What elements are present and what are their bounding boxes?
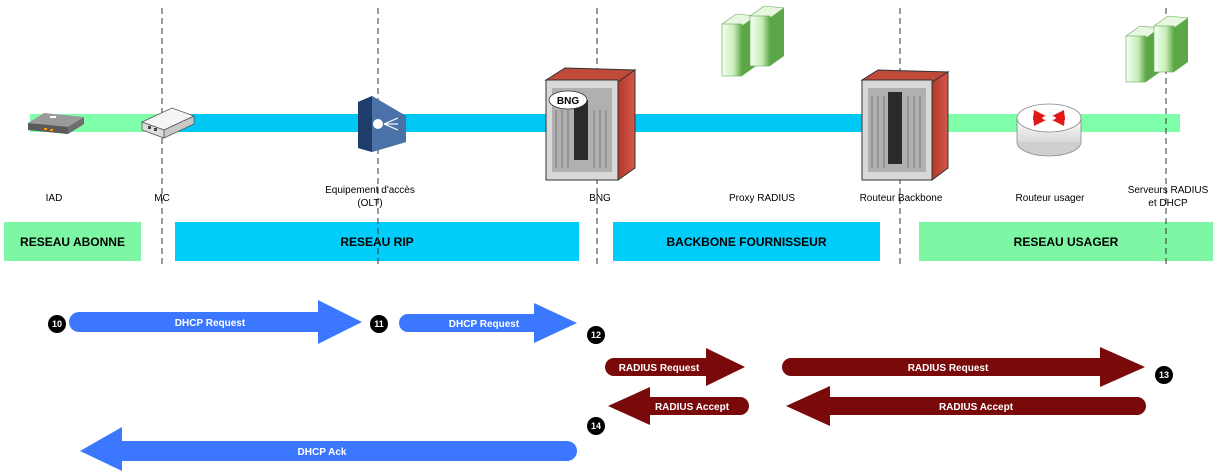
- label-servers-line1: Serveurs RADIUS: [1127, 185, 1209, 196]
- step-marker-14: 14: [587, 417, 605, 435]
- label-olt-line2: (OLT): [357, 198, 383, 209]
- label-proxy-radius: Proxy RADIUS: [728, 193, 796, 204]
- arrow-radius-request-2: RADIUS Request: [782, 347, 1145, 387]
- label-olt-line1: Equipement d'accès: [325, 185, 415, 196]
- label-servers-line2: et DHCP: [1148, 198, 1188, 209]
- svg-text:DHCP Ack: DHCP Ack: [298, 447, 347, 458]
- zone-reseau-usager: RESEAU USAGER: [919, 222, 1213, 261]
- svg-text:11: 11: [374, 319, 384, 329]
- label-bng: BNG: [589, 193, 611, 204]
- backbone-router-rack-icon: [860, 69, 950, 181]
- arrow-radius-accept-1: RADIUS Accept: [608, 387, 749, 425]
- zone-reseau-abonne: RESEAU ABONNE: [4, 222, 141, 261]
- step-marker-12: 12: [587, 326, 605, 344]
- svg-text:13: 13: [1159, 370, 1169, 380]
- arrow-dhcp-request-2: DHCP Request: [399, 303, 577, 343]
- svg-text:RADIUS Request: RADIUS Request: [619, 363, 700, 374]
- iad-device-icon: [28, 113, 84, 134]
- svg-text:10: 10: [52, 319, 62, 329]
- radius-dhcp-servers-icon: [1125, 15, 1189, 83]
- column-separators: [161, 8, 1167, 268]
- svg-text:14: 14: [591, 421, 601, 431]
- arrow-dhcp-ack: DHCP Ack: [80, 427, 577, 471]
- rip-link-cyan: [160, 114, 880, 132]
- arrow-radius-accept-2: RADIUS Accept: [786, 386, 1146, 426]
- label-mc: MC: [154, 193, 170, 204]
- arrow-dhcp-request-1: DHCP Request: [69, 300, 362, 344]
- svg-text:12: 12: [591, 330, 601, 340]
- bng-badge-label: BNG: [557, 96, 579, 107]
- bng-rack-icon: BNG: [544, 67, 637, 181]
- svg-text:DHCP Request: DHCP Request: [175, 318, 246, 329]
- svg-text:RADIUS Accept: RADIUS Accept: [655, 402, 730, 413]
- step-marker-10: 10: [48, 315, 66, 333]
- mc-device-icon: [140, 107, 196, 139]
- svg-text:DHCP Request: DHCP Request: [449, 319, 520, 330]
- step-marker-11: 11: [370, 315, 388, 333]
- label-iad: IAD: [45, 193, 63, 204]
- svg-text:RADIUS Request: RADIUS Request: [908, 363, 989, 374]
- arrow-radius-request-1: RADIUS Request: [605, 348, 745, 386]
- zone-backbone-fournisseur: BACKBONE FOURNISSEUR: [613, 222, 880, 261]
- label-user-router: Routeur usager: [1015, 193, 1085, 204]
- proxy-radius-servers-icon: [721, 5, 785, 77]
- step-marker-13: 13: [1155, 366, 1173, 384]
- zone-reseau-rip: RESEAU RIP: [175, 222, 579, 261]
- user-router-icon: [1016, 103, 1082, 157]
- olt-device-icon: [358, 96, 406, 152]
- svg-text:RADIUS Accept: RADIUS Accept: [939, 402, 1014, 413]
- label-backbone-router: Routeur Backbone: [859, 193, 943, 204]
